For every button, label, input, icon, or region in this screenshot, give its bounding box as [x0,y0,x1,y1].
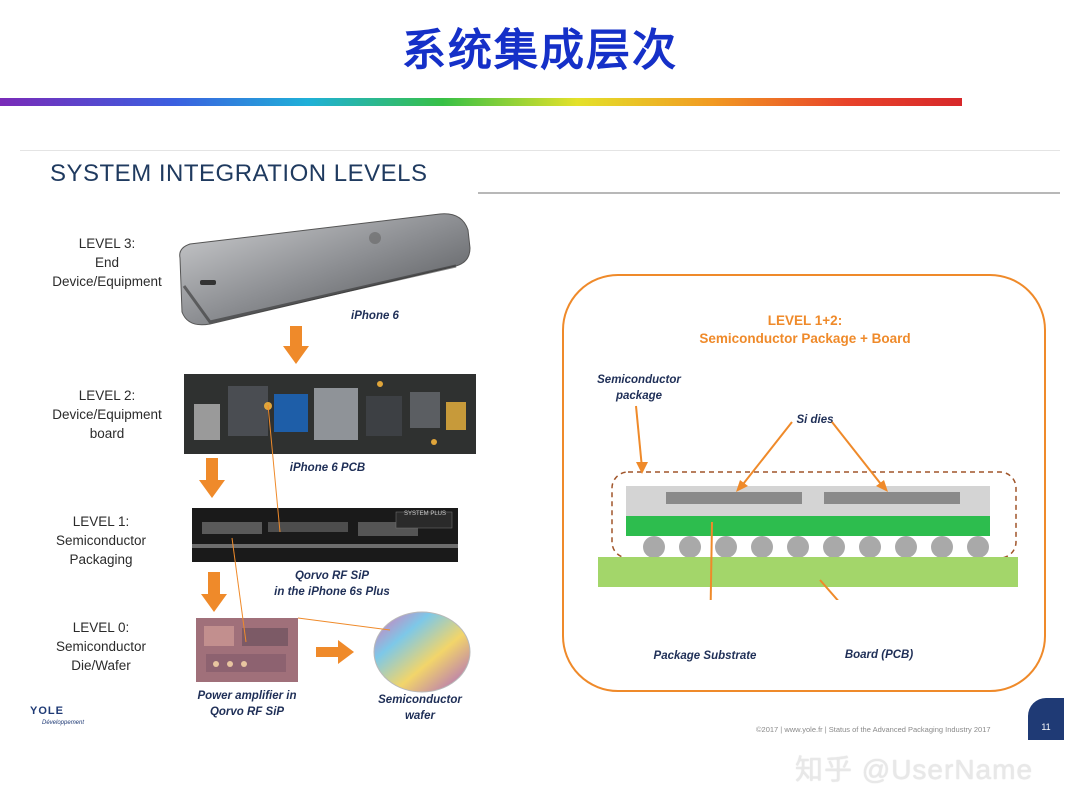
arrow-down-icon [283,326,309,364]
wafer-image [373,611,471,693]
yole-logo: YOLE [30,705,64,717]
rainbow-divider [0,98,962,106]
sip-caption: Qorvo RF SiP in the iPhone 6s Plus [274,570,390,598]
die-image [196,618,298,682]
semi-package-label: Semiconductor package [597,374,681,402]
diagram-frame [562,274,1046,692]
amp-caption: Power amplifier in Qorvo RF SiP [197,690,297,718]
package-substrate-label: Package Substrate [653,650,757,662]
package-cross-section [598,405,1018,600]
arrow-down-icon [199,458,225,498]
watermark: 知乎 @UserName [795,754,1034,785]
pcb-caption: iPhone 6 PCB [289,462,366,474]
title-rule [478,192,1060,194]
arrow-down-icon [201,572,227,612]
level-1-label: LEVEL 1: Semiconductor Packaging [55,514,147,567]
slide-border [20,150,1060,151]
page-number: 11 [1028,698,1064,740]
level-0-label: LEVEL 0: Semiconductor Die/Wafer [55,620,147,673]
wafer-caption: Semiconductor wafer [378,694,462,722]
level-2-label: LEVEL 2: Device/Equipment board [52,388,162,441]
slide-title: SYSTEM INTEGRATION LEVELS [50,160,428,187]
yole-logo-sub: Développement [42,720,85,726]
pcb-image [184,374,476,454]
iphone-image [179,213,471,326]
level-3-label: LEVEL 3: End Device/Equipment [52,236,162,289]
iphone-caption: iPhone 6 [351,310,399,322]
diagram-title: LEVEL 1+2: Semiconductor Package + Board [699,313,911,346]
slide-footer: ©2017 | www.yole.fr | Status of the Adva… [756,725,991,734]
arrow-right-icon [316,640,354,664]
si-dies-label: Si dies [796,414,834,426]
board-label: Board (PCB) [844,649,914,661]
sip-logo: SYSTEM PLUS [403,511,446,517]
page-title: 系统集成层次 [402,25,678,76]
